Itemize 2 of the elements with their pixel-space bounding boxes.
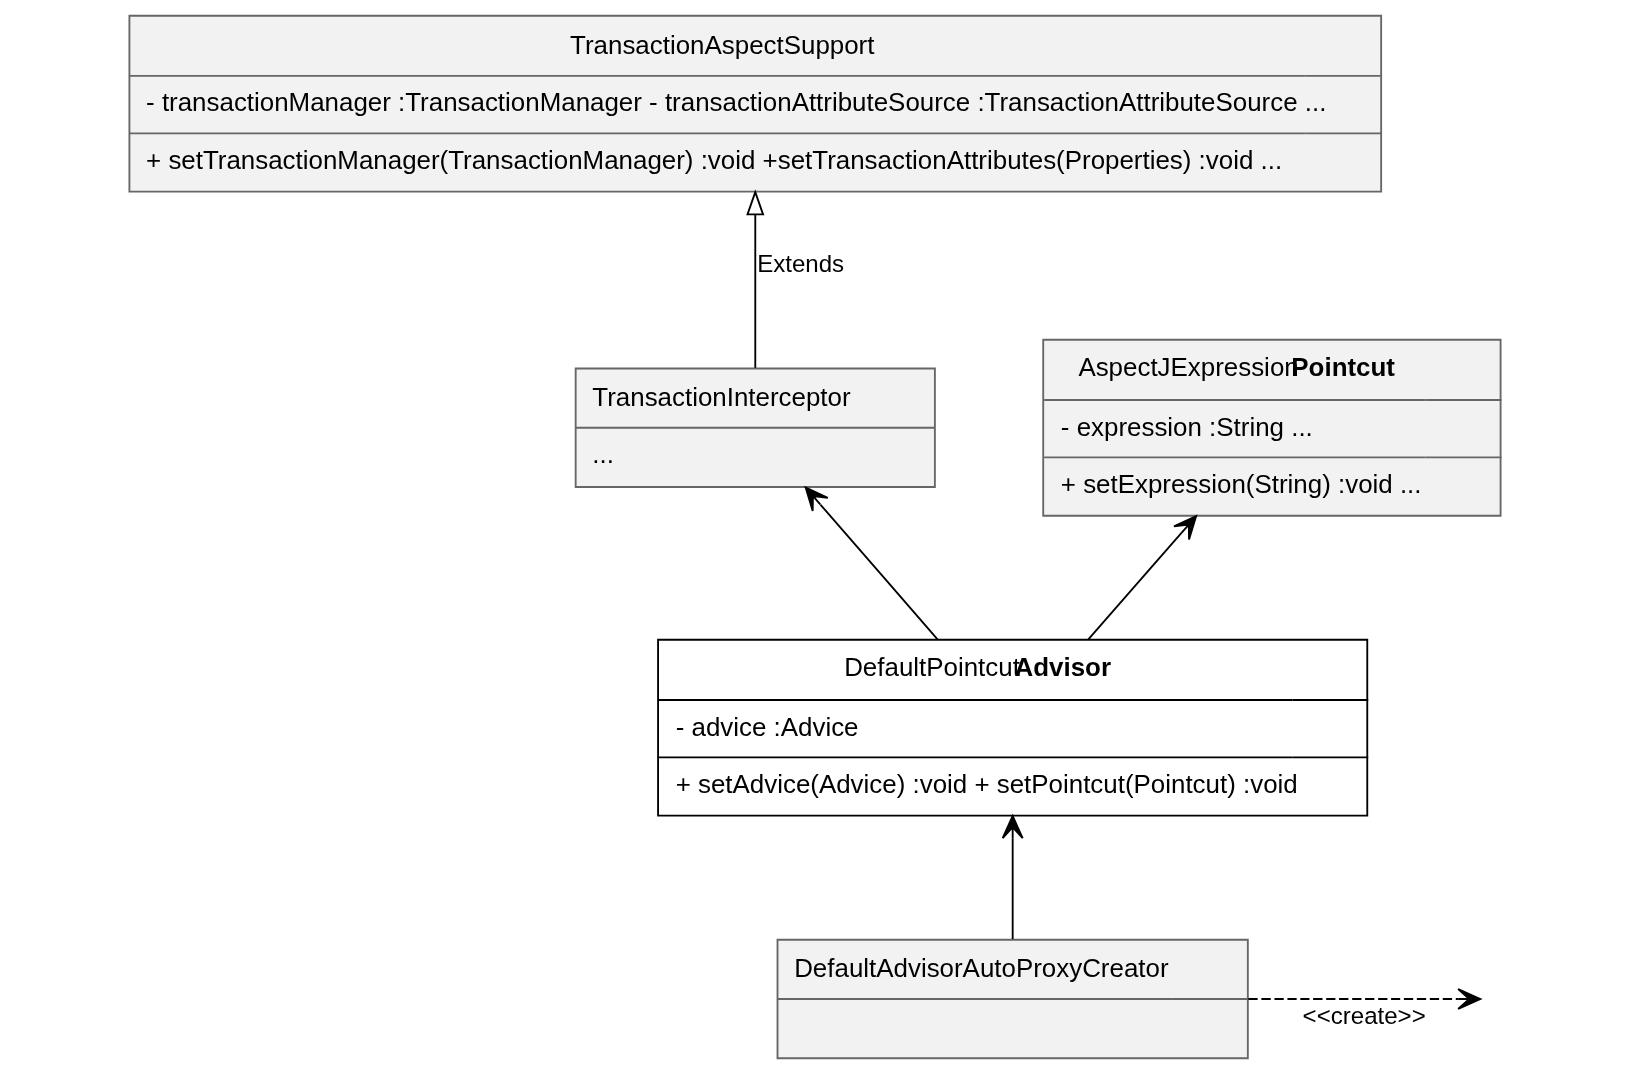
edge-label: Extends [757,250,845,278]
edge-label: <<create>> [1302,1001,1426,1029]
